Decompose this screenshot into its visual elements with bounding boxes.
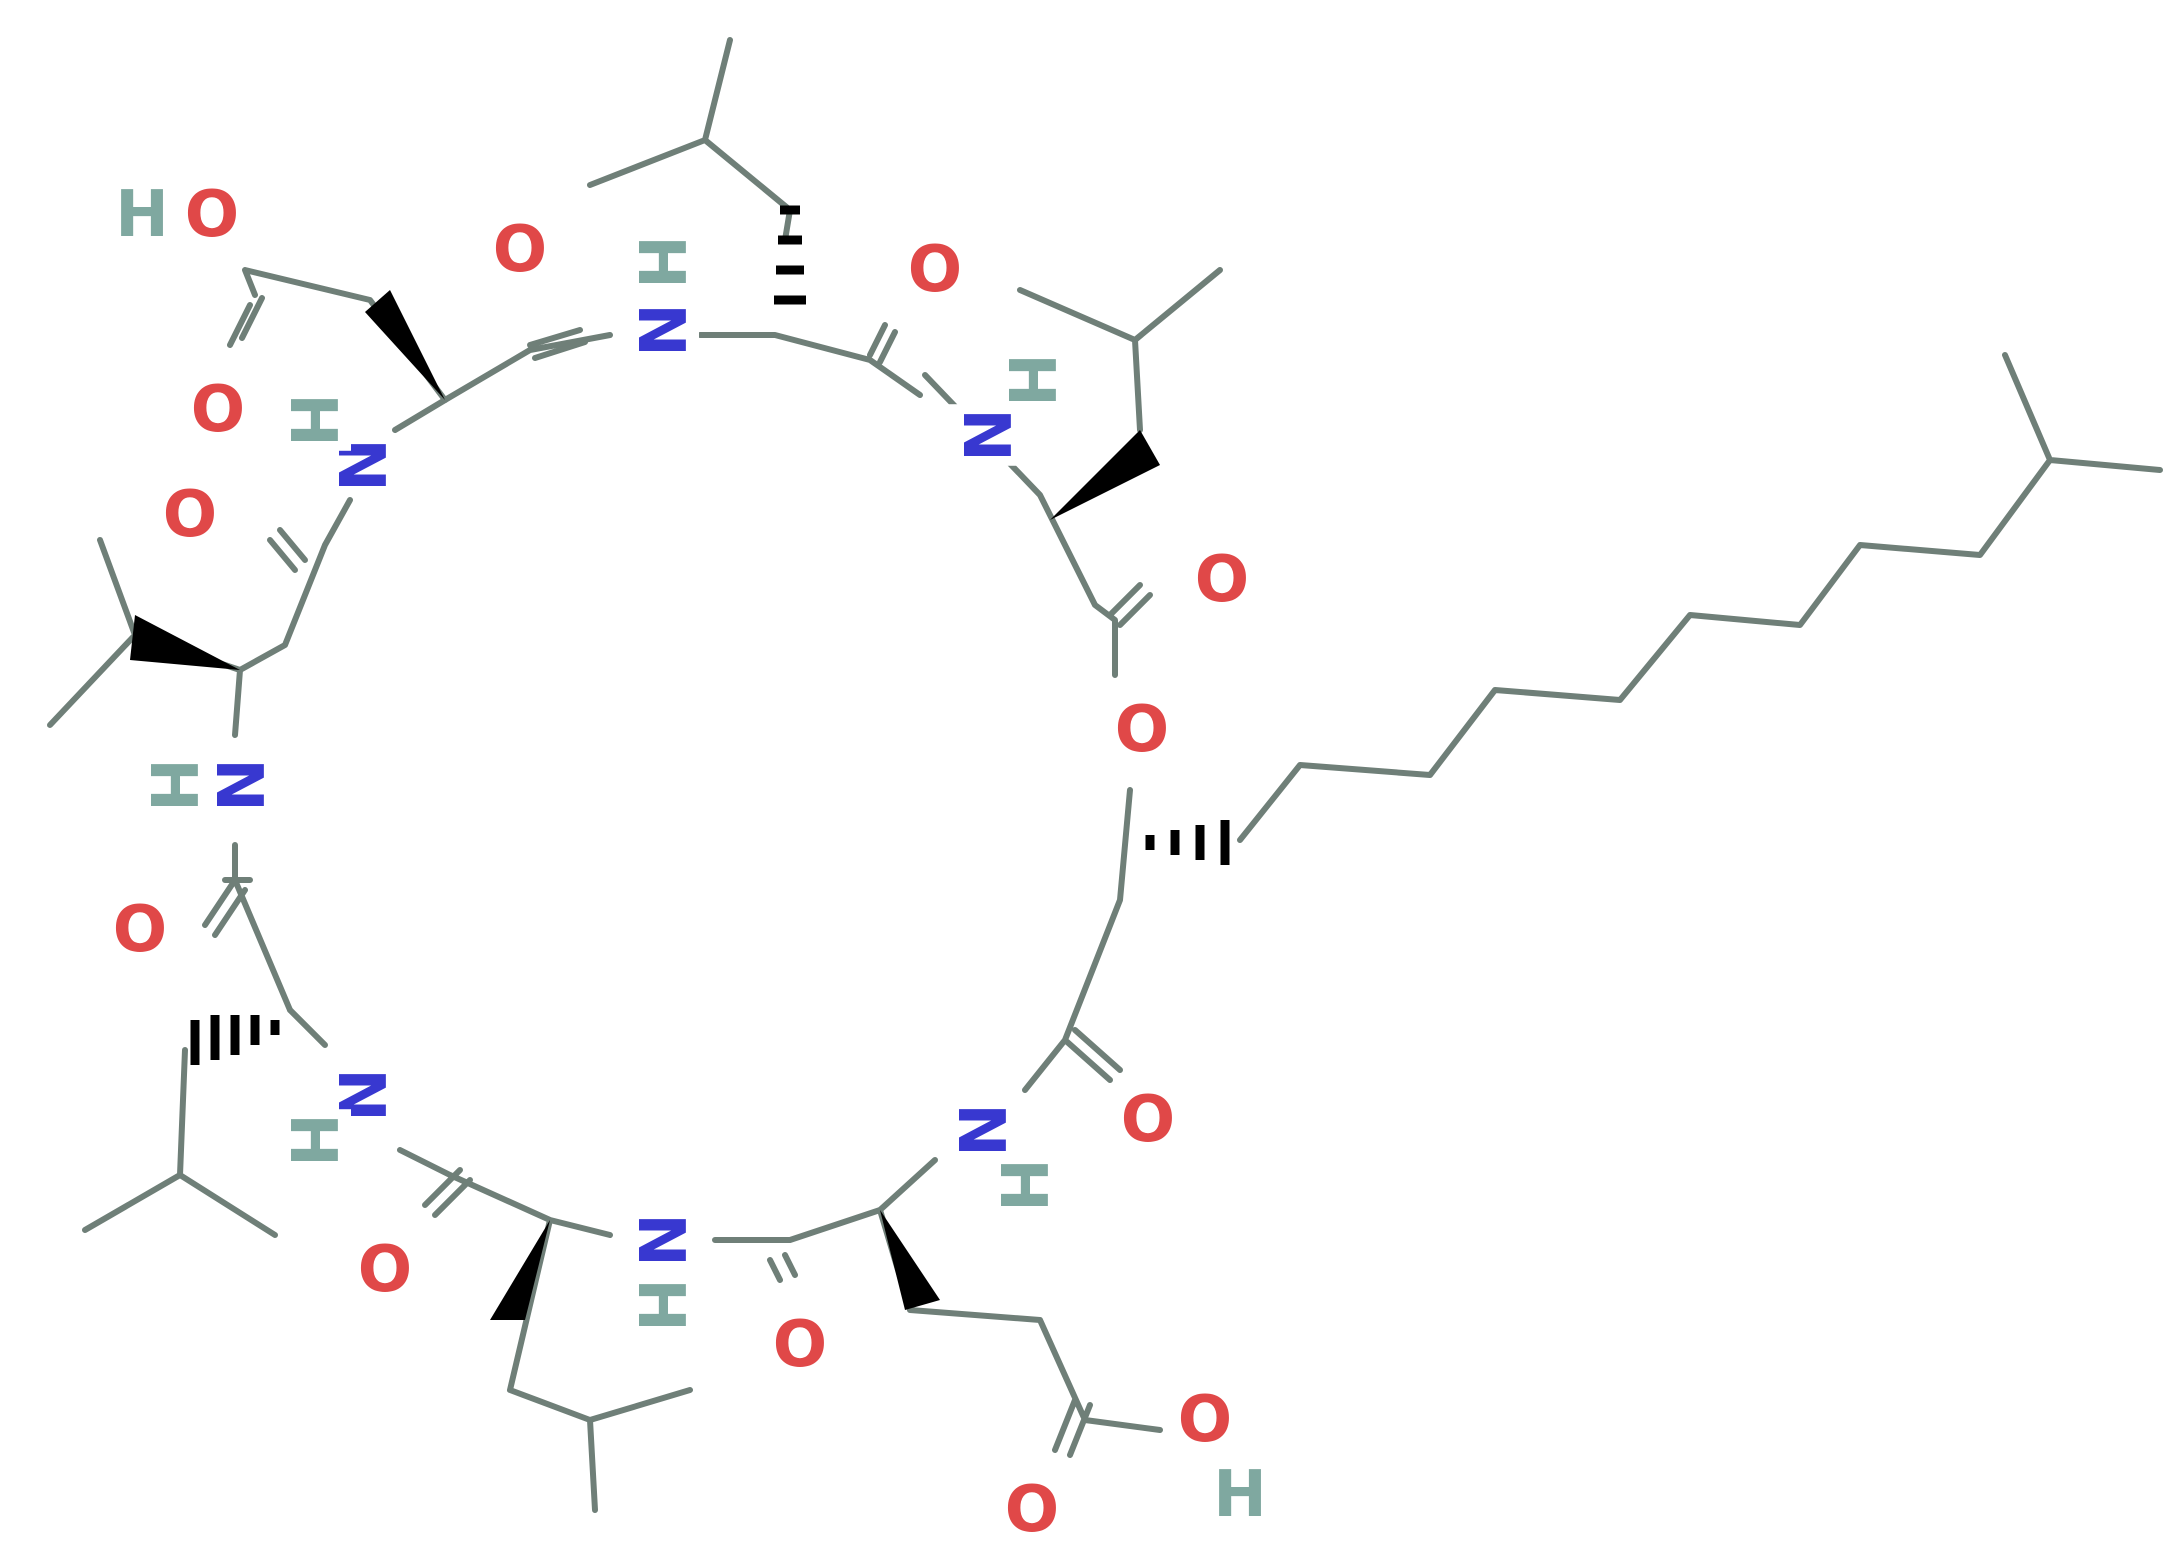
label-background: [1110, 691, 1174, 769]
nitrogen-label: N: [948, 408, 1022, 462]
atom-labels: O H O O O O O O O O O O O H O N H N H N …: [108, 176, 1271, 1549]
wedge-bond: [1050, 430, 1160, 520]
oxygen-label: O: [1121, 1083, 1175, 1157]
label-background: [983, 1154, 1061, 1216]
label-background: [353, 1231, 417, 1309]
oxygen-label: O: [1195, 543, 1249, 617]
label-background: [180, 176, 244, 254]
label-background: [768, 1306, 832, 1384]
label-background: [621, 231, 699, 293]
oxygen-label: O: [493, 213, 547, 287]
label-background: [1190, 541, 1254, 619]
oxygen-label: O: [908, 233, 962, 307]
hash-bond: [190, 205, 1230, 1065]
label-background: [1173, 1381, 1237, 1459]
hydrogen-label: H: [623, 1278, 697, 1332]
label-background: [621, 1209, 699, 1271]
oxygen-label: O: [773, 1308, 827, 1382]
hydrogen-label: H: [275, 1113, 349, 1167]
label-background: [1116, 1081, 1180, 1159]
label-background: [1209, 1456, 1271, 1534]
nitrogen-label: N: [201, 758, 275, 812]
oxygen-label: O: [1115, 693, 1169, 767]
wedge-bond: [130, 615, 240, 670]
label-background: [133, 754, 211, 816]
hydrogen-label: H: [275, 393, 349, 447]
label-background: [488, 211, 552, 289]
label-background: [1000, 1471, 1064, 1549]
wedge-bond: [365, 290, 445, 400]
hydrogen-label: H: [623, 235, 697, 289]
oxygen-label: O: [113, 893, 167, 967]
label-background: [273, 1109, 351, 1171]
nitrogen-label: N: [943, 1103, 1017, 1157]
label-background: [946, 404, 1024, 466]
label-background: [108, 891, 172, 969]
wedge-bond: [490, 1220, 550, 1320]
hydrogen-label: H: [993, 353, 1067, 407]
hydrogen-label: H: [1213, 1458, 1267, 1532]
label-background: [186, 371, 250, 449]
label-background: [941, 1099, 1019, 1161]
oxygen-label: O: [163, 478, 217, 552]
oxygen-label: O: [1178, 1383, 1232, 1457]
hydrogen-label: H: [985, 1158, 1059, 1212]
hydrogen-label: H: [115, 178, 169, 252]
oxygen-label: O: [185, 178, 239, 252]
label-background: [621, 299, 699, 361]
nitrogen-label: N: [623, 303, 697, 357]
label-background: [158, 476, 222, 554]
nitrogen-label: N: [623, 1213, 697, 1267]
label-background: [903, 231, 967, 309]
label-background: [621, 1274, 699, 1336]
oxygen-label: O: [191, 373, 245, 447]
oxygen-label: O: [358, 1233, 412, 1307]
hydrogen-label: H: [135, 758, 209, 812]
stereo-bonds: [130, 205, 1230, 1320]
oxygen-label: O: [1005, 1473, 1059, 1547]
label-background: [199, 754, 277, 816]
label-background: [991, 349, 1069, 411]
label-background: [111, 176, 173, 254]
label-background: [273, 389, 351, 451]
wedge-bond: [880, 1210, 940, 1310]
